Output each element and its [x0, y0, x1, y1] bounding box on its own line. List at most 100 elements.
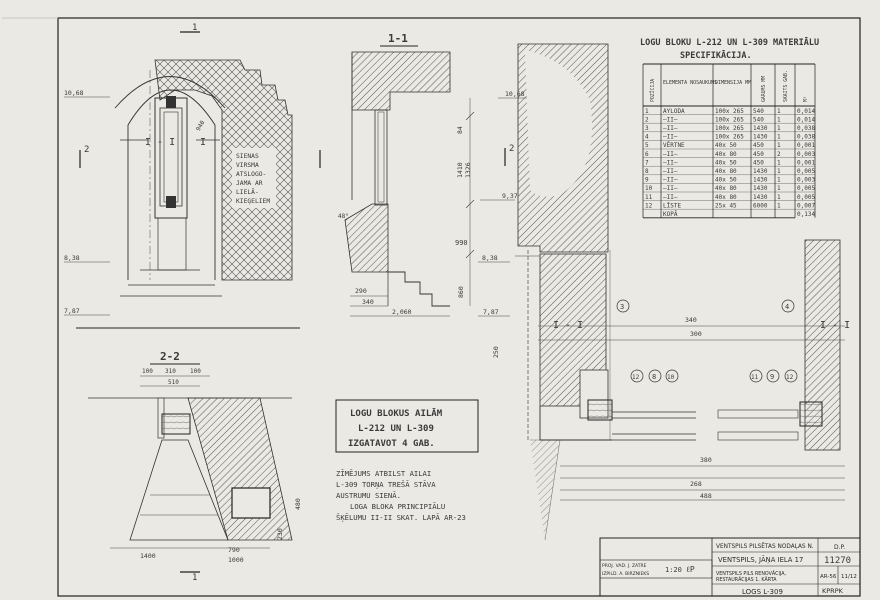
spec-cell: VĒRTNE	[663, 142, 685, 149]
spec-header-1: ELEMENTA NOSAUKUMS	[663, 80, 717, 86]
dim-230: 230	[276, 528, 284, 540]
section-1-1: 1-1 84 1410 1326 990 860 48° 290 340 2,0…	[338, 32, 530, 317]
cut-mark-2-b: 2	[509, 144, 514, 154]
spec-cell: 10	[645, 185, 653, 192]
svg-text:10: 10	[667, 374, 675, 381]
spec-cell: 1430	[753, 194, 768, 201]
spec-cell: —II—	[663, 125, 678, 132]
spec-cell: 1	[777, 142, 781, 149]
dim-2060: 2,060	[392, 308, 412, 316]
svg-text:3: 3	[620, 303, 624, 311]
dim-488: 488	[700, 492, 712, 500]
callout-8: 8	[648, 369, 662, 383]
section-1-1-title: 1-1	[388, 32, 408, 45]
spec-cell: 100x 265	[715, 125, 744, 132]
spec-cell: 7	[645, 159, 649, 166]
radius-940: 940	[195, 119, 207, 132]
spec-cell: 1	[777, 159, 781, 166]
callout-3: 3	[616, 299, 630, 313]
spec-cell: —II—	[663, 194, 678, 201]
spec-cell: 5	[645, 142, 649, 149]
dim-510: 510	[168, 379, 179, 386]
spec-cell: 2	[777, 151, 781, 158]
callout-10: 10	[665, 369, 679, 383]
dim-480: 480	[294, 498, 302, 510]
spec-cell: 1430	[753, 125, 768, 132]
dim-1410: 1410	[456, 162, 464, 178]
dim-340: 340	[362, 298, 374, 306]
spec-cell: 40x 80	[715, 194, 737, 201]
spec-cell: —II—	[663, 134, 678, 141]
spec-cell: 2	[645, 116, 649, 123]
cut-mark-side: 2	[84, 145, 89, 155]
spec-cell: —II—	[663, 177, 678, 184]
spec-cell: 1	[777, 177, 781, 184]
angle-label: 48°	[338, 213, 349, 220]
spec-cell: 40x 80	[715, 168, 737, 175]
callout-9: 9	[766, 369, 780, 383]
spec-cell: 6	[645, 151, 649, 158]
spec-subtitle: SPECIFIKĀCIJA.	[680, 50, 752, 61]
callout-11: 11	[749, 369, 763, 383]
spec-cell: —II—	[663, 151, 678, 158]
spec-title: LOGU BLOKU L-212 UN L-309 MATERIĀLU	[640, 37, 819, 48]
dim-790: 790	[228, 546, 240, 554]
spec-cell: 3	[645, 125, 649, 132]
spec-cell: 25x 45	[715, 202, 737, 209]
tb-drawing-title: LOGS L-309	[742, 588, 783, 596]
dim-84: 84	[456, 126, 464, 134]
tb-scale: 1:20	[665, 566, 682, 574]
spec-cell: —II—	[663, 185, 678, 192]
dim-310: 310	[165, 368, 176, 375]
section-label-left: I - I	[553, 320, 583, 331]
arched-opening	[127, 89, 216, 280]
spec-cell: 1430	[753, 177, 768, 184]
brick-masonry-hatch	[154, 59, 293, 281]
spec-cell: 0,003	[797, 151, 815, 158]
callout-12b: 12	[784, 369, 798, 383]
tb-sheet: 11/12	[841, 574, 857, 580]
spec-header-3: GARUMS MM	[761, 76, 767, 102]
callout-4: 4	[781, 299, 795, 313]
dim-380: 380	[700, 456, 712, 464]
dim-250: 250	[492, 346, 500, 358]
dim-1326: 1326	[464, 162, 472, 178]
spec-cell: 0,003	[797, 177, 815, 184]
callout-12: 12	[630, 369, 644, 383]
spec-cell: 6000	[753, 202, 768, 209]
spec-cell: —II—	[663, 159, 678, 166]
tb-small-1: PROJ. VAD. J. ZATRE	[602, 563, 647, 569]
spec-cell: 540	[753, 116, 764, 123]
spec-cell: 450	[753, 142, 764, 149]
side-note: ZĪMĒJUMS ATBILST AILAI L-309 TORŅA TREŠĀ…	[336, 469, 466, 523]
spec-cell: 0,014	[797, 108, 815, 115]
tb-project: VENTSPILS PILS RENOVĀCIJA,RESTAURĀCIJAS …	[716, 570, 786, 583]
note-line-3: IZGATAVOT 4 GAB.	[348, 439, 435, 449]
spec-cell: 8	[645, 168, 649, 175]
spec-cell: 0,001	[797, 159, 815, 166]
tb-signature: ℓP	[686, 565, 695, 574]
title-block: VENTSPILS PILSĒTAS NODAĻAS N. VENTSPILS,…	[599, 537, 861, 597]
cut-mark-bottom: 1	[192, 573, 197, 583]
level-1068: 10,68	[64, 89, 84, 97]
dim-340-b: 340	[685, 316, 697, 324]
note-box: LOGU BLOKUS AILĀM L-212 UN L-309 IZGATAV…	[335, 399, 479, 453]
svg-text:11: 11	[751, 374, 759, 381]
spec-cell: 0,014	[797, 116, 815, 123]
spec-cell: 0,007	[797, 202, 815, 209]
spec-cell: 4	[645, 134, 649, 141]
spec-cell: 1430	[753, 185, 768, 192]
spec-cell: 1	[777, 185, 781, 192]
tb-small-2: IZPILD. A. BIRZNIEKS	[602, 571, 649, 577]
dim-990: 990	[455, 239, 468, 247]
tb-sheet-code: D.P.	[834, 544, 845, 551]
sheet-frame	[57, 17, 861, 597]
spec-cell: 0,005	[797, 194, 815, 201]
spec-cell: —II—	[663, 116, 678, 123]
spec-cell: 1430	[753, 134, 768, 141]
